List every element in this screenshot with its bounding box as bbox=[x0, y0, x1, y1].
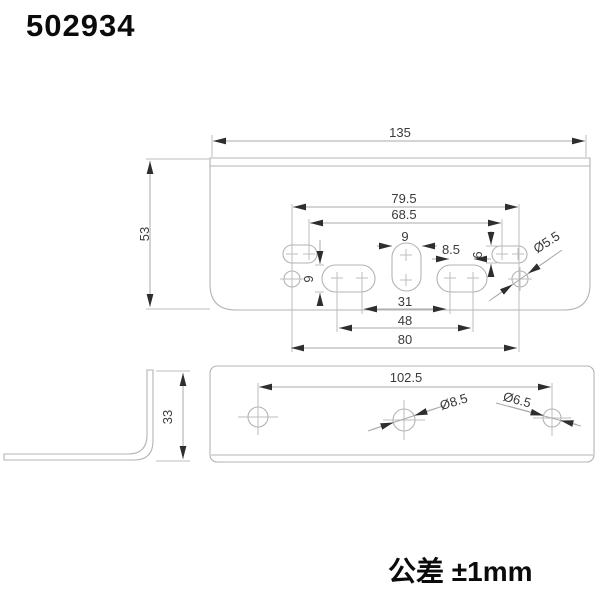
extension-lines-side-view bbox=[156, 370, 190, 462]
leader-dia-5-5 bbox=[488, 249, 563, 302]
slot-mid-left bbox=[321, 264, 376, 293]
plate-outline bbox=[209, 157, 591, 311]
leader-dia-8-5 bbox=[367, 404, 447, 432]
small-dimensions-top-view bbox=[316, 231, 495, 306]
dim-dia-6-5: Ø6.5 bbox=[502, 389, 533, 411]
strip-outline bbox=[209, 365, 595, 463]
part-number: 502934 bbox=[26, 8, 136, 43]
extension-lines-top-view bbox=[146, 135, 587, 352]
extension-lines-front-view bbox=[257, 383, 553, 409]
dim-9-width: 9 bbox=[401, 229, 408, 244]
dim-6-height: 6 bbox=[470, 251, 485, 258]
dim-31: 31 bbox=[398, 294, 412, 309]
dim-33: 33 bbox=[160, 410, 175, 424]
top-view: 135 53 79.5 68.5 9 8.5 9 6 Ø5.5 31 48 80 bbox=[137, 125, 591, 352]
dim-48: 48 bbox=[398, 313, 412, 328]
dim-dia-8-5: Ø8.5 bbox=[438, 390, 469, 413]
slot-center-vertical bbox=[391, 242, 422, 292]
dim-8-5: 8.5 bbox=[442, 242, 460, 257]
front-view: 102.5 Ø8.5 Ø6.5 bbox=[209, 365, 595, 463]
dimension-lines-top-view bbox=[146, 137, 585, 352]
l-profile-outline bbox=[3, 369, 154, 461]
dim-80: 80 bbox=[398, 332, 412, 347]
dim-68-5: 68.5 bbox=[391, 207, 416, 222]
slot-mid-right bbox=[436, 264, 488, 293]
dim-53: 53 bbox=[137, 227, 152, 241]
tolerance-note: 公差 ±1mm bbox=[388, 556, 533, 587]
center-marks bbox=[280, 248, 532, 291]
leader-dia-6-5 bbox=[495, 402, 582, 427]
side-view: 33 bbox=[3, 369, 190, 462]
dim-9-height: 9 bbox=[301, 275, 316, 282]
dim-79-5: 79.5 bbox=[391, 191, 416, 206]
dim-102-5: 102.5 bbox=[390, 370, 423, 385]
dim-dia-5-5: Ø5.5 bbox=[531, 228, 563, 256]
dim-135: 135 bbox=[389, 125, 411, 140]
slot-right-upper bbox=[491, 245, 528, 264]
